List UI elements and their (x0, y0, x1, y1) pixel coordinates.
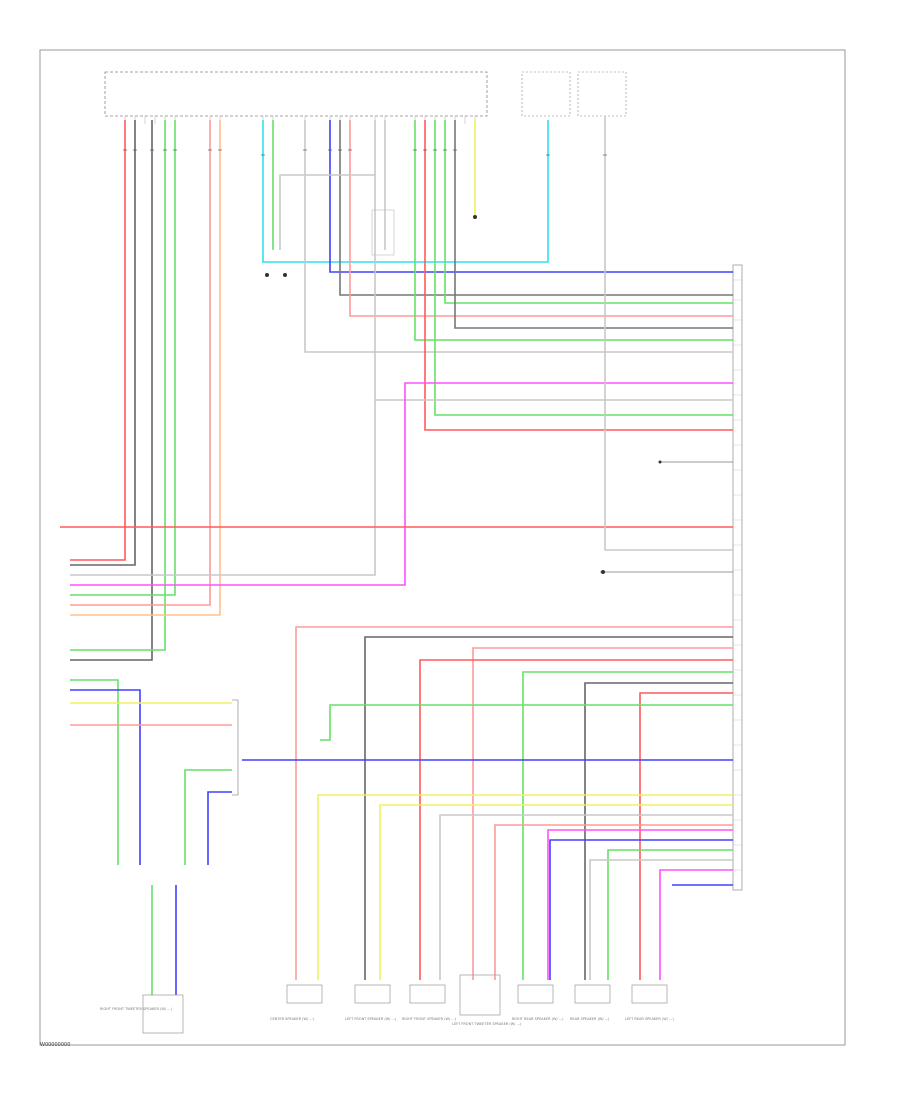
speaker-rear (574, 984, 611, 1004)
wire-pink-4 (472, 647, 733, 980)
wire-gray-4 (454, 120, 733, 329)
top-connector-pins (124, 116, 476, 124)
wire-green-5 (434, 120, 733, 416)
speaker-right-rear (517, 984, 554, 1004)
wire-gray-1 (70, 120, 136, 566)
label-right-rear-speaker: RIGHT REAR SPEAKER (W/ ...) (512, 1017, 564, 1021)
wire-red-2 (424, 120, 733, 431)
label-rear-speaker: REAR SPEAKER (W/ ...) (570, 1017, 610, 1021)
wire-yellow-2 (317, 794, 733, 980)
wire-cyan-1 (262, 120, 549, 263)
wire-green-2 (70, 120, 176, 596)
right-module-connector (732, 264, 743, 891)
wire-gray-7 (364, 636, 733, 980)
wire-lightgray-7 (439, 814, 733, 980)
wire-blue-2 (549, 839, 733, 980)
wire-yellow-3 (379, 804, 733, 980)
speaker-left-rear (631, 984, 668, 1004)
wire-labels (123, 149, 607, 156)
speakers (142, 974, 668, 1034)
right-module-pins (733, 279, 742, 871)
speaker-left-front-tweeter (459, 974, 501, 1016)
wire-green-8 (320, 704, 733, 741)
wire-blue-1 (329, 120, 733, 273)
label-left-front-speaker: LEFT FRONT SPEAKER (W/ ...) (345, 1017, 397, 1021)
wire-magenta-2 (547, 829, 733, 980)
wire-lightgray-2 (279, 174, 375, 250)
speaker-right-front-tweeter (142, 994, 184, 1034)
speaker-right-front (409, 984, 446, 1004)
label-left-rear-speaker: LEFT REAR SPEAKER (W/ ...) (625, 1017, 674, 1021)
wire-pink-5 (494, 824, 733, 980)
wire-magenta-1 (70, 382, 733, 586)
wire-pink-2 (349, 120, 733, 317)
wire-red-5 (639, 692, 733, 980)
wire-pink-3 (295, 626, 733, 980)
wire-lightgray-6 (604, 116, 733, 551)
splice-box (371, 209, 395, 256)
wire-green-11 (184, 769, 232, 865)
label-right-front-tweeter: RIGHT FRONT TWEETER SPEAKER (W/ ...) (100, 1007, 172, 1011)
wire-lightgray-8 (589, 859, 733, 980)
wire-green-1 (70, 120, 166, 651)
speaker-center (286, 984, 323, 1004)
left-junction-bracket (232, 699, 239, 796)
wire-pink-1 (70, 120, 211, 606)
wire-green-9 (607, 849, 733, 980)
junction-dots (265, 215, 662, 574)
footer-code: W00000000 (40, 1042, 71, 1048)
wire-green-10 (70, 679, 119, 865)
top-right-connector-a (521, 71, 571, 117)
wire-lightgray-1 (304, 120, 733, 353)
wire-green-6 (444, 120, 733, 304)
wire-green-4 (414, 120, 733, 341)
wire-lightgray-5 (70, 400, 376, 576)
wire-red-4 (419, 659, 733, 980)
wire-gray-2 (70, 120, 153, 661)
label-center-speaker: CENTER SPEAKER (W/ ...) (270, 1017, 315, 1021)
wire-green-7 (522, 671, 733, 980)
wire-gray-3 (339, 120, 733, 296)
top-right-connector-b (577, 71, 627, 117)
top-connector-box (104, 71, 488, 117)
wire-blue-5 (207, 791, 232, 865)
label-left-front-tweeter: LEFT FRONT TWEETER SPEAKER (W/ ...) (452, 1022, 522, 1026)
wire-red-1 (70, 120, 126, 561)
wire-blue-4 (70, 689, 141, 865)
wire-orange-1 (70, 120, 221, 616)
wire-lightgray-3 (374, 120, 733, 401)
wire-gray-8 (584, 682, 733, 980)
label-right-front-speaker: RIGHT FRONT SPEAKER (W/ ...) (402, 1017, 457, 1021)
speaker-labels: RIGHT FRONT TWEETER SPEAKER (W/ ...) CEN… (100, 1007, 674, 1026)
wire-magenta-3 (659, 869, 733, 980)
diagram-frame (39, 49, 846, 1046)
speaker-left-front (354, 984, 391, 1004)
